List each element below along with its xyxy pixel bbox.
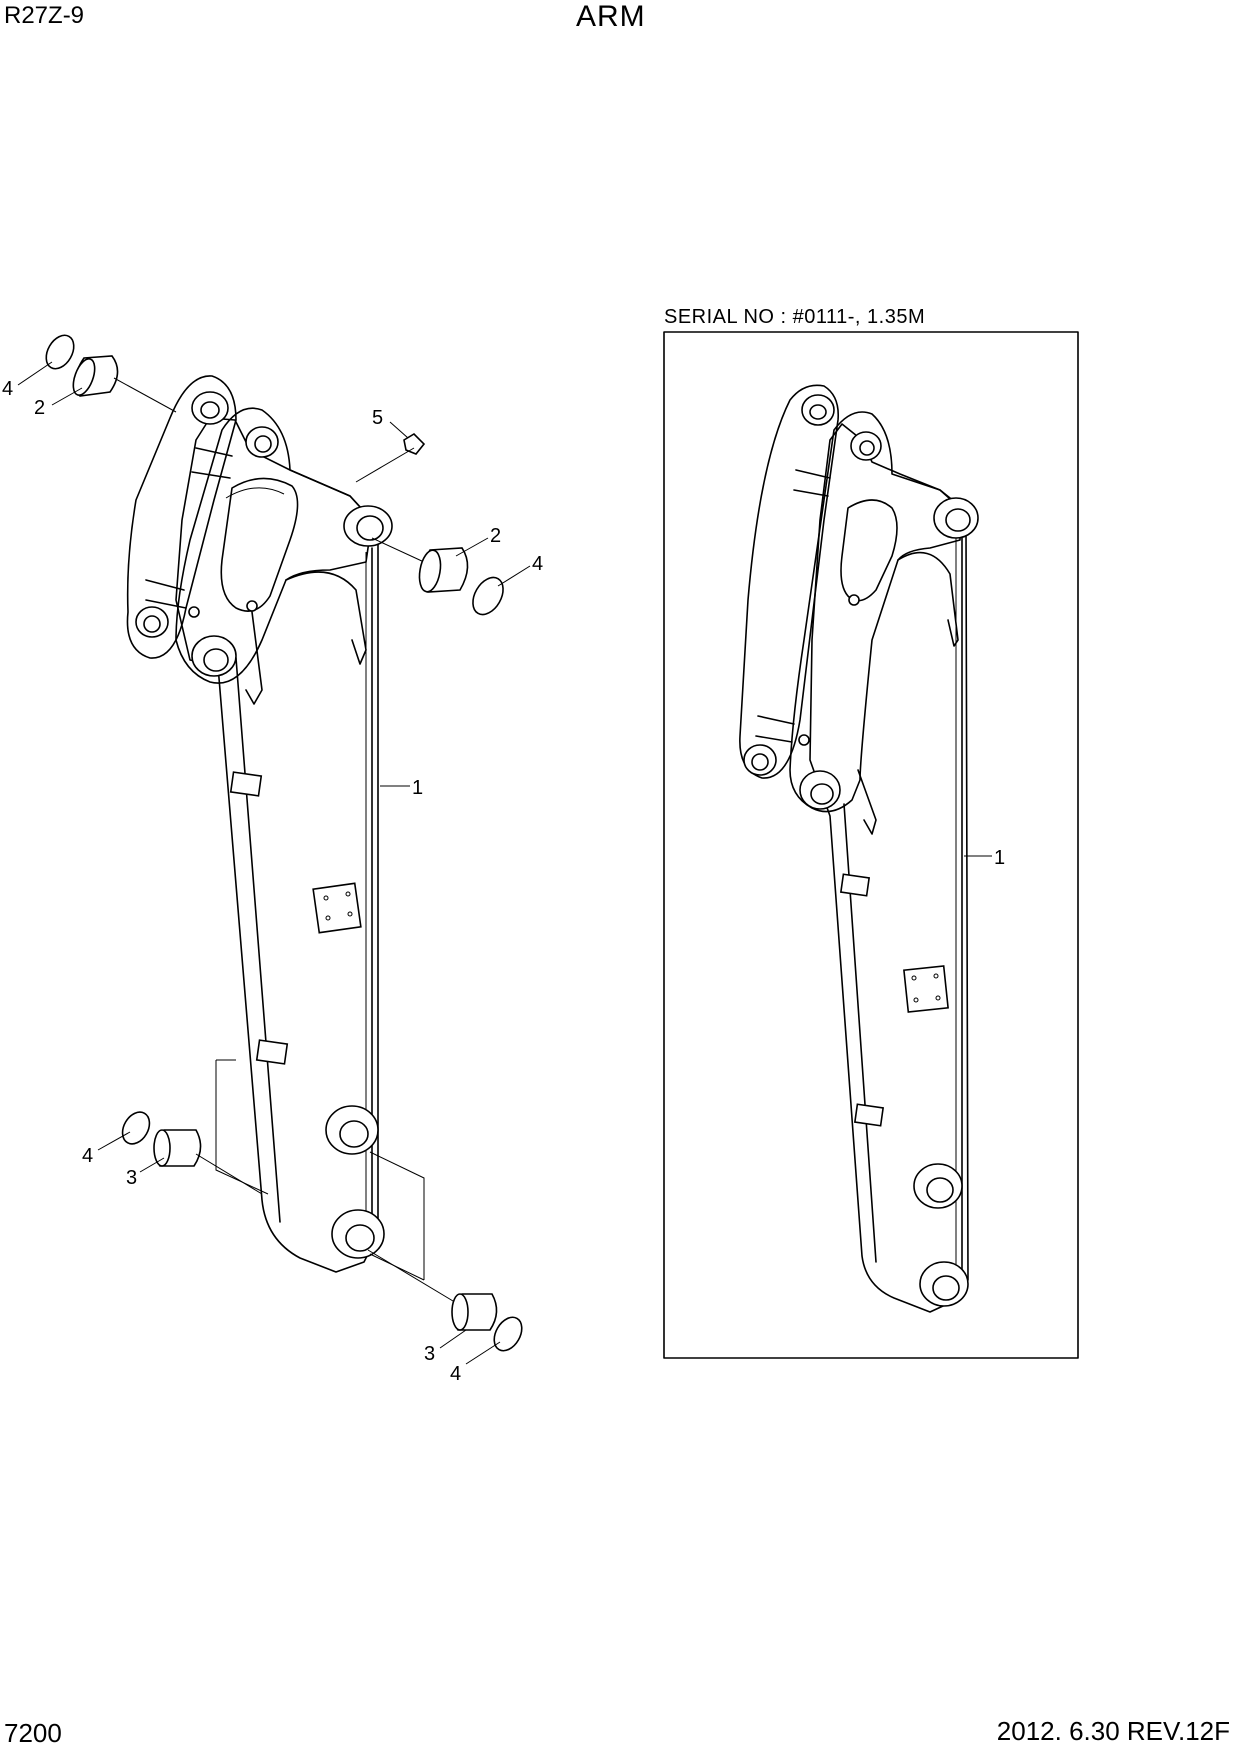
page-number: 7200 <box>4 1718 62 1748</box>
ring-right <box>472 576 504 616</box>
front-side-plate <box>175 407 373 684</box>
inset-caption: SERIAL NO : #0111-, 1.35M <box>664 306 926 328</box>
callout-bush-top: 2 <box>34 397 45 419</box>
callout-inset-arm: 1 <box>994 847 1005 869</box>
callout-bush-right: 2 <box>490 525 501 547</box>
page-title: ARM <box>576 0 646 33</box>
ring-bottom <box>493 1316 523 1352</box>
model-code: R27Z-9 <box>4 2 85 29</box>
callout-arm: 1 <box>412 777 423 799</box>
leader-lines-main <box>17 361 531 1365</box>
ring-lower-left <box>121 1111 151 1145</box>
main-arm-drawing <box>126 375 426 1273</box>
callout-grease: 5 <box>372 407 383 429</box>
ring-top <box>45 334 75 370</box>
inset-arm-drawing <box>739 384 979 1313</box>
inset-frame <box>663 331 1079 1359</box>
grease-nipple <box>403 432 426 455</box>
revision-date: 2012. 6.30 REV.12F <box>996 1716 1230 1746</box>
callout-ring-bottom: 4 <box>450 1363 461 1385</box>
callout-bush-bottom: 3 <box>424 1343 435 1365</box>
callout-ring-right: 4 <box>532 553 543 575</box>
callouts-main: 4 2 5 2 4 1 4 3 3 4 <box>2 378 543 1385</box>
callout-bush-lower-left: 3 <box>126 1167 137 1189</box>
arm-body <box>175 417 379 1273</box>
callout-ring-top: 4 <box>2 378 13 400</box>
exploded-parts-main <box>45 334 523 1352</box>
callout-ring-lower-left: 4 <box>82 1145 93 1167</box>
rear-side-plate <box>126 375 237 659</box>
